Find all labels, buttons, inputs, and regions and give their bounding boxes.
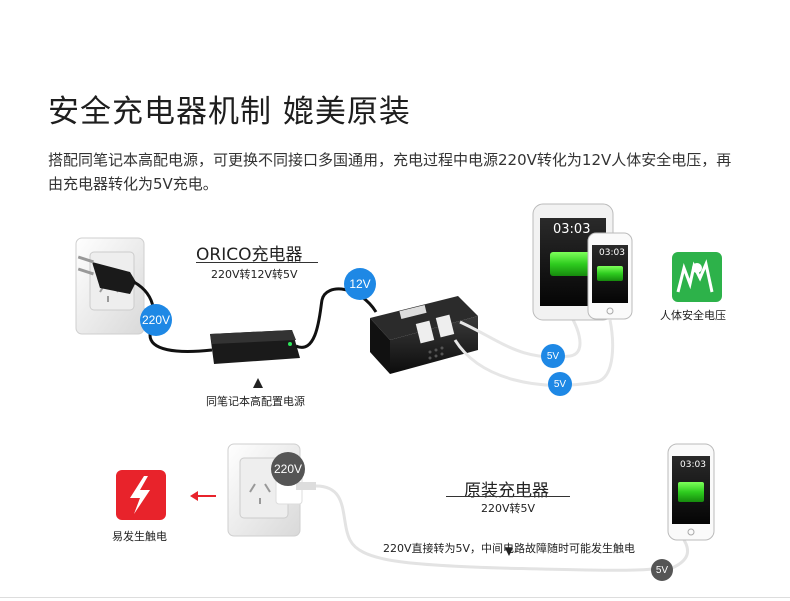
voltage-badge-220v-bottom: 220V	[271, 452, 305, 486]
phone-bottom	[667, 443, 715, 541]
original-heading: 原装充电器	[464, 481, 549, 501]
safe-voltage-label: 人体安全电压	[660, 309, 726, 322]
voltage-badge-5v-a: 5V	[541, 344, 565, 368]
voltage-badge-5v-b: 5V	[548, 372, 572, 396]
path-note: 220V直接转为5V，中间电路故障随时可能发生触电	[383, 542, 636, 555]
down-arrow-icon	[505, 548, 513, 556]
plug-top	[77, 255, 136, 294]
left-arrow-icon	[190, 491, 216, 501]
orico-charger-hub	[370, 296, 478, 374]
phone-small	[587, 232, 633, 320]
voltage-badge-5v-bottom: 5V	[651, 559, 673, 581]
page-title: 安全充电器机制 媲美原装	[48, 94, 411, 130]
orico-subheading: 220V转12V转5V	[211, 268, 298, 281]
adapter-caption: 同笔记本高配置电源	[206, 395, 305, 408]
voltage-badge-220v-top: 220V	[140, 304, 172, 336]
safe-voltage-icon	[672, 252, 722, 302]
phone-time-small: 03:03	[599, 248, 625, 258]
danger-shock-icon	[116, 470, 166, 520]
cable-original	[315, 484, 661, 572]
power-adapter	[210, 330, 300, 364]
heading-underline-top	[196, 262, 318, 263]
description-text: 搭配同笔记本高配电源，可更换不同接口多国通用，充电过程中电源220V转化为12V…	[48, 151, 732, 193]
heading-underline-bottom	[446, 496, 570, 497]
up-arrow-icon	[253, 378, 263, 388]
original-subheading: 220V转5V	[481, 502, 536, 515]
phone-time-bottom: 03:03	[680, 460, 706, 470]
orico-heading: ORICO充电器	[196, 245, 303, 265]
danger-label: 易发生触电	[112, 530, 167, 543]
footer-divider	[0, 597, 790, 598]
usb-cable-b	[453, 319, 615, 387]
phone-time-large: 03:03	[553, 222, 591, 237]
voltage-badge-12v: 12V	[344, 268, 376, 300]
